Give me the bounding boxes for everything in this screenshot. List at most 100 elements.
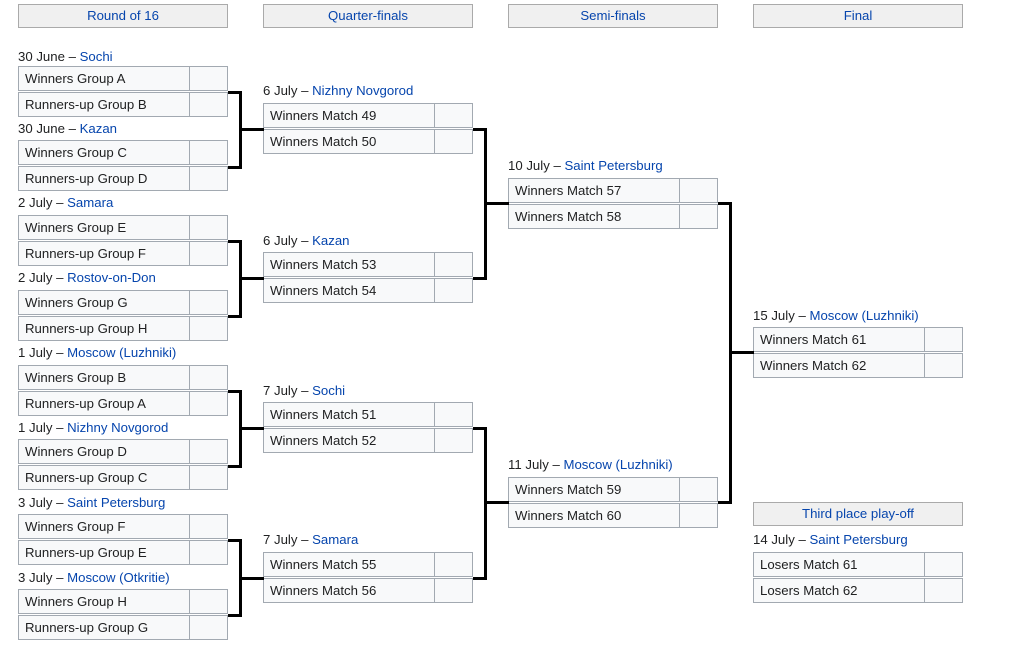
match-row: Winners Match 53 [263,252,473,277]
match-venue-link[interactable]: Samara [67,195,114,210]
team-name[interactable]: Winners Group A [18,66,190,91]
team-name[interactable]: Winners Match 56 [263,578,435,603]
meta-dash: – [52,495,68,510]
match-meta-r16-8: 3 July – Moscow (Otkritie) [18,569,170,587]
round-header-round-of-16[interactable]: Round of 16 [18,4,228,28]
team-score [435,278,473,303]
meta-dash: – [52,570,68,585]
team-name[interactable]: Runners-up Group B [18,92,190,117]
connector-r16-1-out [228,91,242,94]
team-score [190,92,228,117]
match-date: 1 July [18,420,53,435]
match-sf-2: Winners Match 59 Winners Match 60 [508,477,718,528]
match-row: Losers Match 61 [753,552,963,577]
team-name[interactable]: Runners-up Group F [18,241,190,266]
match-date: 7 July [263,383,298,398]
match-venue-link[interactable]: Kazan [79,121,118,136]
team-name[interactable]: Winners Match 59 [508,477,680,502]
match-meta-sf-2: 11 July – Moscow (Luzhniki) [508,456,673,474]
round-header-quarter-finals[interactable]: Quarter-finals [263,4,473,28]
connector-r16-8-out [228,614,242,617]
match-venue-link[interactable]: Samara [312,532,359,547]
team-name[interactable]: Winners Match 53 [263,252,435,277]
team-name[interactable]: Winners Match 55 [263,552,435,577]
connector-r16-2-out [228,166,242,169]
match-row: Runners-up Group E [18,540,228,565]
team-name[interactable]: Winners Match 49 [263,103,435,128]
team-name[interactable]: Runners-up Group G [18,615,190,640]
match-row: Winners Group D [18,439,228,464]
team-name[interactable]: Winners Group E [18,215,190,240]
match-row: Winners Match 49 [263,103,473,128]
team-name[interactable]: Runners-up Group C [18,465,190,490]
team-name[interactable]: Losers Match 61 [753,552,925,577]
connector-sf-2-out [718,501,732,504]
match-venue-link[interactable]: Rostov-on-Don [67,270,156,285]
team-name[interactable]: Winners Match 60 [508,503,680,528]
match-r16-8: Winners Group H Runners-up Group G [18,589,228,640]
match-meta-qf-4: 7 July – Samara [263,531,358,549]
match-date: 3 July [18,495,53,510]
meta-dash: – [64,49,80,64]
match-venue-link[interactable]: Sochi [312,383,346,398]
match-venue-link[interactable]: Moscow (Otkritie) [67,570,170,585]
match-row: Runners-up Group B [18,92,228,117]
team-name[interactable]: Winners Match 50 [263,129,435,154]
match-venue-link[interactable]: Saint Petersburg [809,532,908,547]
team-score [435,578,473,603]
team-name[interactable]: Winners Match 61 [753,327,925,352]
match-date: 30 June [18,121,65,136]
match-meta-r16-4: 2 July – Rostov-on-Don [18,269,156,287]
team-score [925,327,963,352]
match-row: Winners Match 52 [263,428,473,453]
team-name[interactable]: Winners Match 57 [508,178,680,203]
team-score [190,215,228,240]
round-header-final[interactable]: Final [753,4,963,28]
team-name[interactable]: Winners Group H [18,589,190,614]
match-venue-link[interactable]: Moscow (Luzhniki) [563,457,673,472]
meta-dash: – [297,532,313,547]
match-meta-final: 15 July – Moscow (Luzhniki) [753,307,919,325]
team-name[interactable]: Winners Group G [18,290,190,315]
team-name[interactable]: Runners-up Group D [18,166,190,191]
match-r16-2: Winners Group C Runners-up Group D [18,140,228,191]
match-row: Winners Group E [18,215,228,240]
team-name[interactable]: Winners Group D [18,439,190,464]
match-venue-link[interactable]: Moscow (Luzhniki) [809,308,919,323]
connector-r16-4-out [228,315,242,318]
match-r16-5: Winners Group B Runners-up Group A [18,365,228,416]
team-name[interactable]: Winners Match 54 [263,278,435,303]
team-name[interactable]: Runners-up Group A [18,391,190,416]
match-row: Runners-up Group C [18,465,228,490]
match-venue-link[interactable]: Saint Petersburg [564,158,663,173]
team-name[interactable]: Winners Match 51 [263,402,435,427]
match-row: Winners Match 62 [753,353,963,378]
team-name[interactable]: Winners Group F [18,514,190,539]
team-name[interactable]: Winners Group C [18,140,190,165]
team-name[interactable]: Winners Match 52 [263,428,435,453]
team-name[interactable]: Winners Match 62 [753,353,925,378]
team-name[interactable]: Winners Group B [18,365,190,390]
meta-dash: – [52,420,68,435]
team-score [190,514,228,539]
match-row: Winners Group B [18,365,228,390]
match-venue-link[interactable]: Saint Petersburg [67,495,166,510]
round-header-third-place[interactable]: Third place play-off [753,502,963,526]
team-name[interactable]: Runners-up Group E [18,540,190,565]
meta-dash: – [297,83,313,98]
match-date: 10 July [508,158,550,173]
team-score [190,140,228,165]
round-header-semi-finals[interactable]: Semi-finals [508,4,718,28]
team-name[interactable]: Runners-up Group H [18,316,190,341]
match-date: 30 June [18,49,65,64]
match-r16-1: Winners Group A Runners-up Group B [18,66,228,117]
match-venue-link[interactable]: Kazan [312,233,350,248]
match-venue-link[interactable]: Nizhny Novgorod [67,420,169,435]
team-name[interactable]: Losers Match 62 [753,578,925,603]
match-venue-link[interactable]: Moscow (Luzhniki) [67,345,177,360]
match-venue-link[interactable]: Sochi [79,49,113,64]
team-name[interactable]: Winners Match 58 [508,204,680,229]
match-venue-link[interactable]: Nizhny Novgorod [312,83,414,98]
match-row: Runners-up Group A [18,391,228,416]
team-score [435,402,473,427]
